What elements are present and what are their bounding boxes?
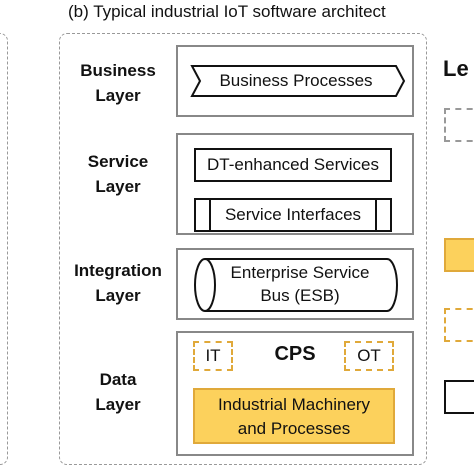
data-layer-label: Data Layer — [58, 367, 178, 417]
ot-box: OT — [344, 341, 394, 371]
diagram-title: (b) Typical industrial IoT software arch… — [68, 2, 386, 21]
legend-swatch-filled — [444, 238, 474, 272]
data-layer-label-line1: Data — [99, 370, 137, 389]
industrial-machinery-box: Industrial Machinery and Processes — [193, 388, 395, 444]
dt-enhanced-services-box: DT-enhanced Services — [194, 148, 392, 182]
esb-label-line2: Bus (ESB) — [260, 286, 340, 305]
business-layer-label-line2: Layer — [95, 86, 141, 105]
service-interfaces-box: Service Interfaces — [194, 198, 392, 232]
data-layer-label-line2: Layer — [95, 395, 141, 414]
legend-swatch-orange-dashed — [444, 308, 474, 342]
service-interfaces-right-bar — [375, 199, 377, 231]
legend-swatch-dashed — [444, 108, 474, 142]
left-figure-frame — [0, 33, 8, 465]
business-layer-label: Business Layer — [58, 58, 178, 108]
service-layer-label-line1: Service — [87, 152, 149, 171]
esb-label-line1: Enterprise Service — [230, 263, 370, 282]
cps-label: CPS — [274, 343, 316, 365]
machinery-label-line1: Industrial Machinery — [217, 395, 371, 414]
integration-layer-label-line1: Integration — [74, 261, 162, 280]
esb-label: Enterprise Service Bus (ESB) — [205, 261, 395, 307]
machinery-label-line2: and Processes — [237, 419, 351, 438]
service-layer-label-line2: Layer — [95, 177, 141, 196]
business-layer-label-line1: Business — [80, 61, 156, 80]
service-interfaces-left-bar — [209, 199, 211, 231]
business-processes-label: Business Processes — [219, 71, 373, 90]
esb-cylinder-shape — [194, 258, 398, 312]
integration-layer-label-line2: Layer — [95, 286, 141, 305]
service-layer-label: Service Layer — [58, 149, 178, 199]
architecture-frame — [59, 33, 427, 465]
legend-title: Le — [443, 56, 469, 81]
business-processes-shape — [190, 65, 406, 97]
service-interfaces-label: Service Interfaces — [224, 205, 362, 224]
integration-layer-label: Integration Layer — [58, 258, 178, 308]
legend-swatch-solid — [444, 380, 474, 414]
it-box: IT — [193, 341, 233, 371]
